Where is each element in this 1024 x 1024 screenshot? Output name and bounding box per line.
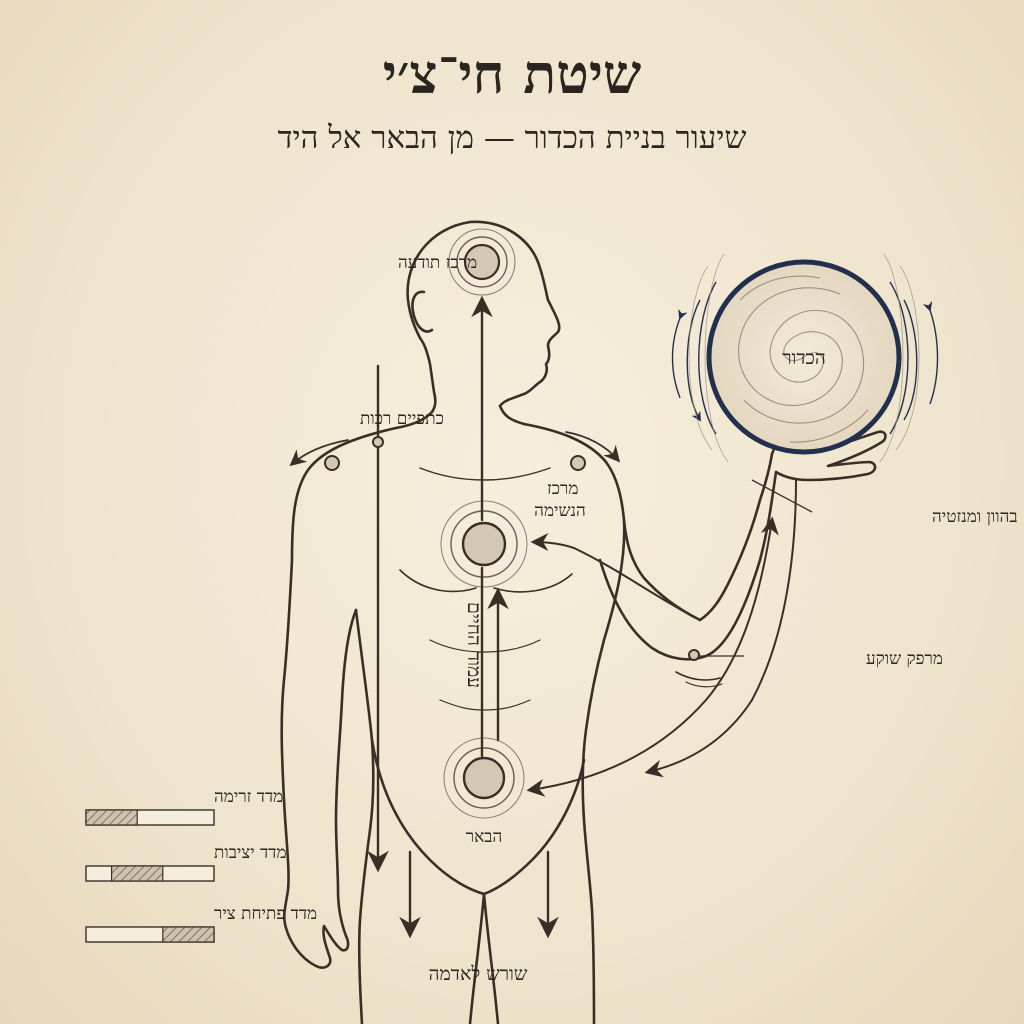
label-soft-shoulders: כתפיים רכות <box>360 409 444 429</box>
breath-center-node <box>440 500 528 588</box>
meter-fill <box>85 809 138 826</box>
label-softness-magnetism: בהוון ומנזטיה <box>932 507 1018 527</box>
meters-panel: מדד זרימה מדד יציבות מדד פתיחת ציר <box>85 787 317 943</box>
leader-lines <box>700 479 813 657</box>
label-awareness-center: מרכז תודעה <box>398 253 477 273</box>
energy-ball <box>671 253 939 463</box>
label-root-to-earth: שורש לאדמה <box>429 963 528 985</box>
well-node <box>443 737 525 819</box>
meter-fill <box>162 926 215 943</box>
meter-label: מדד פתיחת ציר <box>214 904 317 924</box>
awareness-center-node <box>448 228 516 296</box>
central-axis-arrows <box>367 295 559 939</box>
meter-label: מדד זרימה <box>214 787 283 807</box>
page-title: שיטת חי־צ׳י <box>383 42 641 106</box>
label-the-well: הבאר <box>466 827 503 847</box>
label-sunken-elbow: מרפק שוקע <box>866 649 943 669</box>
shoulder-markers <box>289 431 621 471</box>
label-pillar-of-life: עמוד החיים <box>463 602 485 688</box>
label-breath-center: מרכז הנשימה <box>534 479 586 521</box>
label-the-ball: הכדור <box>782 347 826 369</box>
flow-arrows <box>526 479 797 797</box>
meter-label: מדד יציבות <box>214 843 287 863</box>
page-subtitle: שיעור בניית הכדור — מן הבאר אל היד <box>278 120 747 156</box>
elbow-marker <box>688 649 700 661</box>
meter-fill <box>110 865 164 882</box>
